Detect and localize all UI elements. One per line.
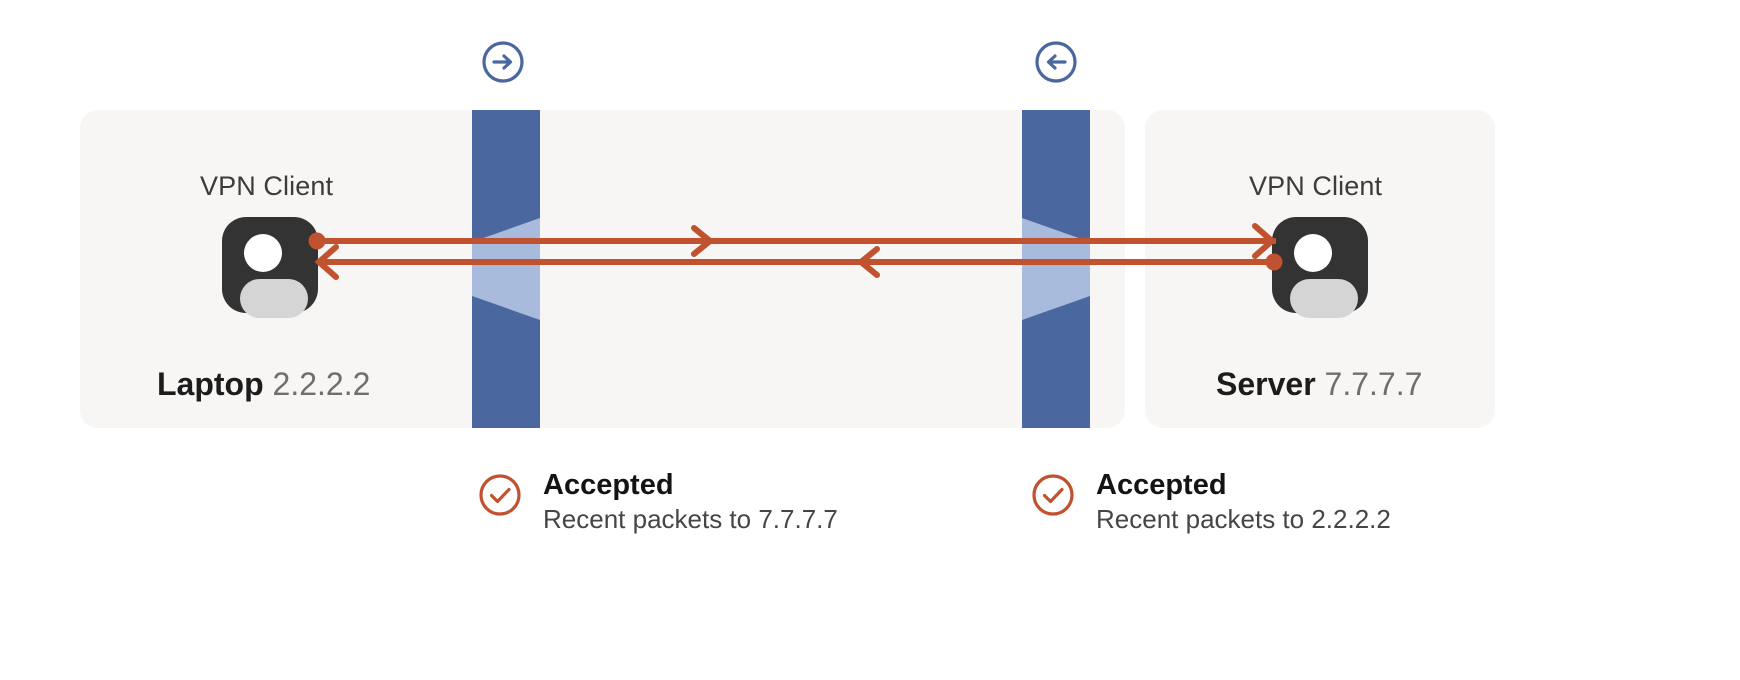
device-body-shape: [1290, 279, 1358, 318]
firewall-wall-left: [472, 110, 540, 428]
status-title: Accepted: [1096, 469, 1227, 501]
host-name-right: Server: [1216, 366, 1316, 402]
vpn-client-label-right: VPN Client: [1249, 171, 1383, 201]
device-head-shape: [1294, 234, 1332, 272]
host-ip-left: 2.2.2.2: [272, 366, 371, 402]
host-name-left: Laptop: [157, 366, 264, 402]
arrow-left-circle-icon: [1033, 39, 1079, 85]
user-device-icon-right: [1272, 217, 1368, 318]
host-ip-right: 7.7.7.7: [1324, 366, 1423, 402]
firewall-wall-right: [1022, 110, 1090, 428]
status-block-inbound: Accepted Recent packets to 2.2.2.2: [1030, 468, 1391, 537]
arrow-right-circle-icon: [480, 39, 526, 85]
status-subtitle: Recent packets to 2.2.2.2: [1096, 504, 1391, 535]
check-circle-icon: [477, 472, 523, 518]
device-body-shape: [240, 279, 308, 318]
host-label-left: Laptop 2.2.2.2: [157, 368, 370, 400]
status-subtitle: Recent packets to 7.7.7.7: [543, 504, 838, 535]
device-head-shape: [244, 234, 282, 272]
firewall-gap-left-icon: [472, 110, 540, 428]
check-circle-icon: [1030, 472, 1076, 518]
firewall-gap-right-icon: [1022, 110, 1090, 428]
host-label-right: Server 7.7.7.7: [1216, 368, 1422, 400]
user-device-icon-left: [222, 217, 318, 318]
vpn-client-label-left: VPN Client: [200, 171, 334, 201]
status-title: Accepted: [543, 469, 674, 501]
status-block-outbound: Accepted Recent packets to 7.7.7.7: [477, 468, 838, 537]
